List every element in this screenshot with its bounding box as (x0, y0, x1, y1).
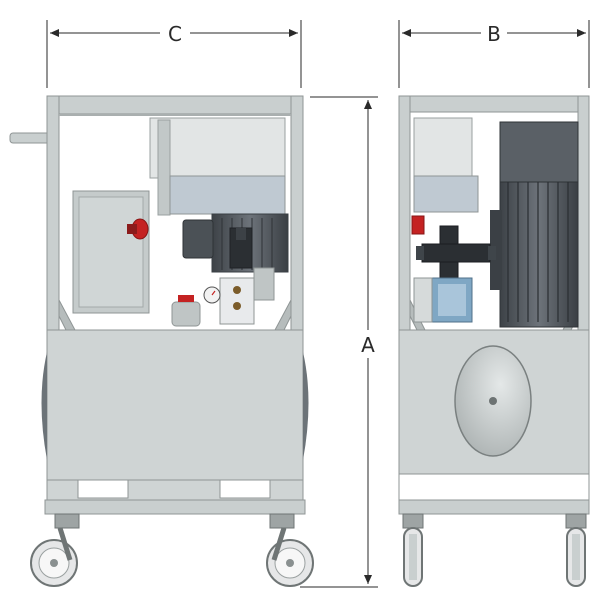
side-reservoir-lid (413, 175, 479, 213)
lift-slot-left (77, 479, 129, 499)
dimension-c-label: C (168, 22, 182, 46)
side-caster-right (565, 513, 587, 587)
lift-slot-right (219, 479, 271, 499)
dimension-b: B (398, 20, 590, 88)
left-frame-post (46, 95, 60, 333)
dimension-c: C (46, 20, 302, 88)
oil-tank (46, 329, 304, 481)
base-plate (44, 499, 306, 515)
valve-manifold (219, 277, 255, 325)
front-view (9, 95, 314, 587)
caster-left (30, 513, 80, 587)
side-emergency-stop (411, 215, 425, 235)
side-base-plate (398, 499, 590, 515)
dimension-a: A (300, 96, 378, 588)
caster-right (266, 513, 314, 587)
reservoir-lid (169, 175, 286, 215)
side-top-rail (398, 95, 590, 113)
upper-cover (149, 117, 286, 179)
handle (9, 132, 51, 144)
top-frame-rail (46, 95, 304, 115)
filter-housing (171, 301, 201, 327)
right-frame-post (290, 95, 304, 333)
side-view (398, 95, 590, 587)
dimension-a-label: A (361, 333, 375, 357)
solenoid-coil (182, 219, 214, 259)
side-caster-left (402, 513, 424, 587)
dimension-b-label: B (487, 22, 501, 46)
